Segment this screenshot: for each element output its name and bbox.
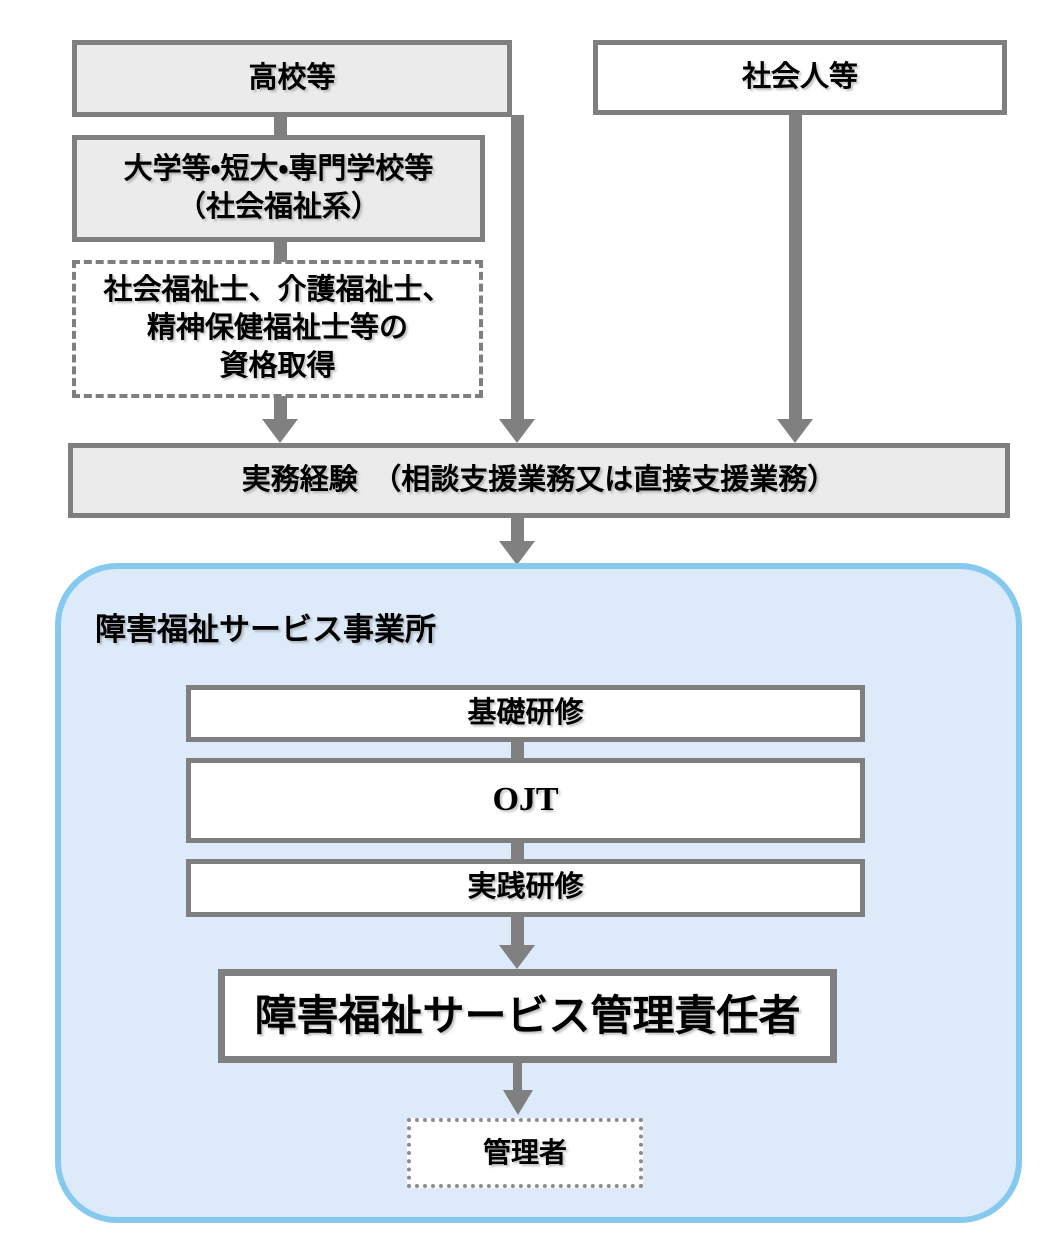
connector-basic-ojt xyxy=(511,742,524,758)
arrow-practical-manager-head xyxy=(499,945,535,969)
arrow-highschool-experience-head xyxy=(499,419,535,443)
arrow-highschool-experience-stem xyxy=(511,115,524,419)
node-administrator: 管理者 xyxy=(407,1118,643,1188)
node-practical-training: 実践研修 xyxy=(186,859,865,917)
arrow-manager-administrator-stem xyxy=(513,1063,522,1090)
node-basic-training: 基礎研修 xyxy=(186,685,865,742)
node-experience: 実務経験 （相談支援業務又は直接支援業務） xyxy=(68,443,1010,518)
arrow-experience-office-head xyxy=(499,541,535,565)
arrow-adults-experience-stem xyxy=(789,113,802,419)
node-high-school: 高校等 xyxy=(72,40,512,117)
node-working-adults: 社会人等 xyxy=(593,40,1007,115)
container-service-office-label: 障害福祉サービス事業所 xyxy=(95,612,436,647)
connector-highschool-university xyxy=(274,115,287,137)
connector-ojt-practical xyxy=(511,843,524,859)
arrow-adults-experience-head xyxy=(777,419,813,443)
connector-university-qualification xyxy=(274,240,287,262)
arrow-experience-office-stem xyxy=(511,518,524,542)
node-ojt: OJT xyxy=(186,758,865,843)
arrow-qualification-experience-stem xyxy=(274,396,287,420)
arrow-practical-manager-stem xyxy=(511,917,524,945)
node-qualification: 社会福祉士、介護福祉士、 精神保健福祉士等の 資格取得 xyxy=(72,260,483,398)
node-service-manager: 障害福祉サービス管理責任者 xyxy=(218,969,837,1063)
arrow-qualification-experience-head xyxy=(262,419,298,443)
arrow-manager-administrator-head xyxy=(503,1090,533,1115)
node-university: 大学等・短大・専門学校等 （社会福祉系） xyxy=(72,135,485,242)
